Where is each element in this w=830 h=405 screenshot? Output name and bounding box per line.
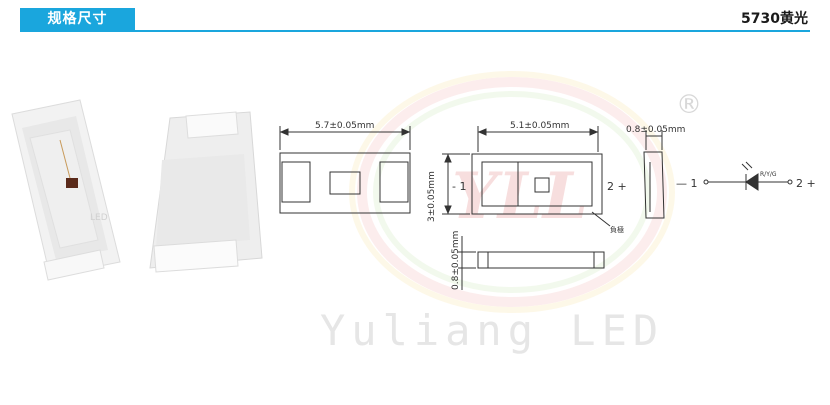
model-name: 5730黄光 [741,11,808,27]
led-photo-front: LED [11,99,121,281]
thickness-dimension-label: 0.8±0.05mm [626,125,685,135]
side-thickness-label: 0.8±0.05mm [451,231,461,290]
symbol-minus-label: — 1 [676,177,698,190]
led-photo-back [149,111,263,273]
top-view [279,126,411,214]
side-view [458,236,605,290]
watermark-logo-text: YLL [452,159,588,234]
symbol-plus-label: 2 + [796,177,816,190]
section-title: 规格尺寸 [20,8,135,30]
front-view [442,126,611,227]
section-header: 规格尺寸 5730黄光 [20,8,810,32]
diode-symbol [703,161,793,191]
watermark-brand-text: Yuliang LED [320,306,665,355]
symbol-color-label: R/Y/G [760,171,777,178]
pin-plus-label: 2 + [607,180,627,193]
height-dimension-label: 3±0.05mm [427,171,437,222]
watermark-logo [349,71,675,313]
inner-width-dimension-label: 5.1±0.05mm [510,121,569,131]
pin-minus-label: - 1 [452,180,466,193]
cathode-mark-label: 負極 [610,225,624,234]
watermark-registered-mark: ® [676,90,702,120]
led-photo-label: LED [90,213,108,223]
width-dimension-label: 5.7±0.05mm [315,121,374,131]
profile-view [643,130,665,219]
